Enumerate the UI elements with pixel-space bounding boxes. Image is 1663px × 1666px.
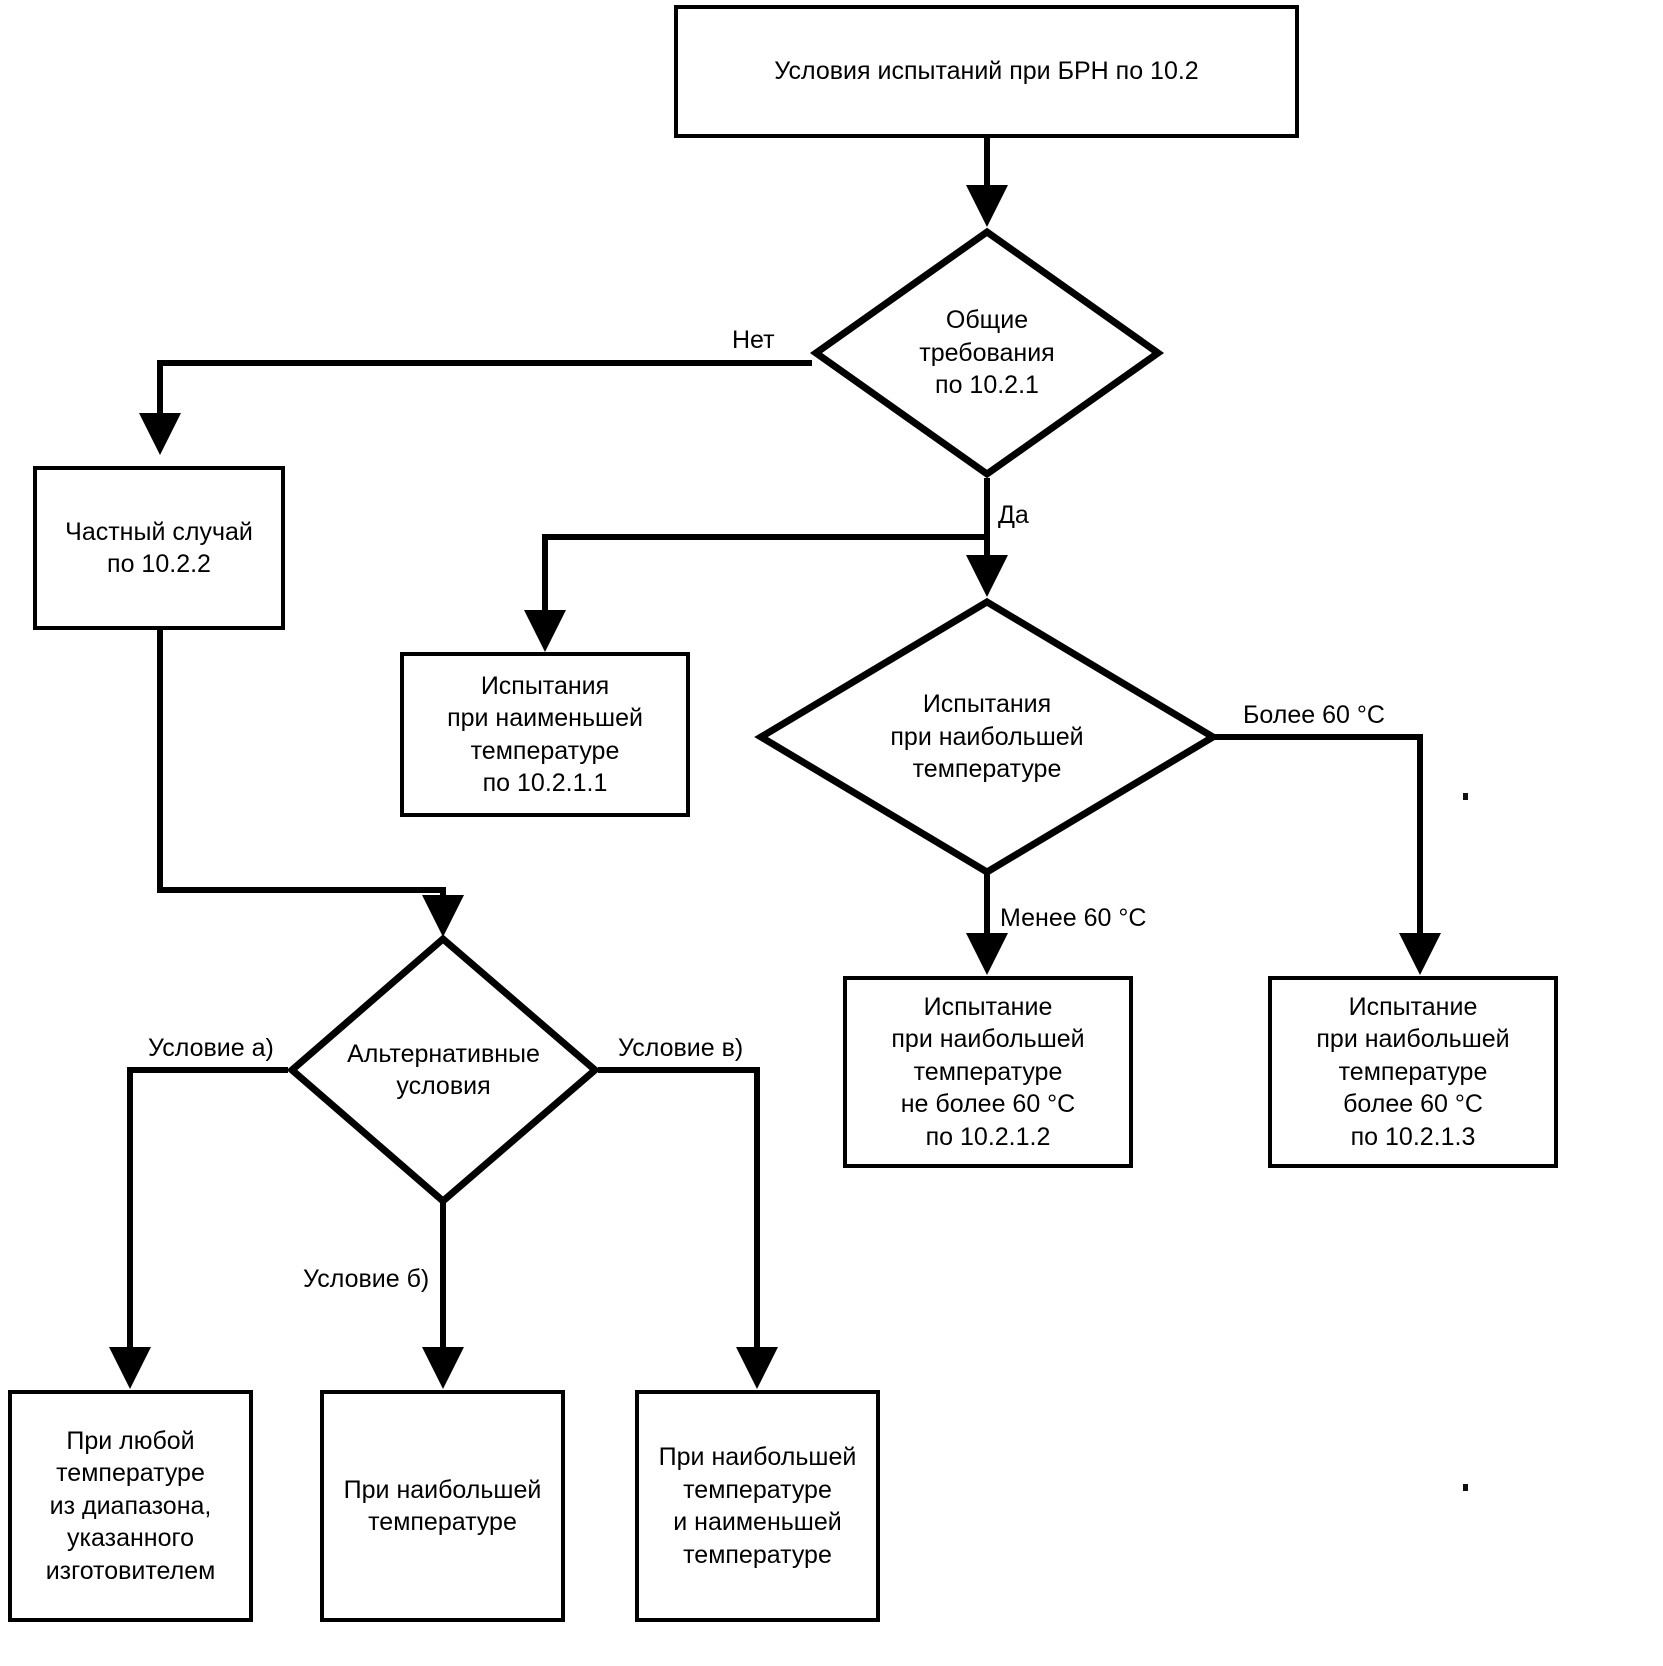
node-any-temp-range-label: При любой температуре из диапазона, указ… xyxy=(45,1426,216,1585)
node-highest-temp-gt60[interactable]: Испытание при наибольшей температуре бол… xyxy=(1268,976,1558,1168)
node-highest-and-lowest-temp[interactable]: При наибольшей температуре и наименьшей … xyxy=(635,1390,880,1622)
node-start-label: Условия испытаний при БРН по 10.2 xyxy=(774,57,1199,86)
node-highest-temp-only[interactable]: При наибольшей температуре xyxy=(320,1390,565,1622)
edge-label-yes: Да xyxy=(998,501,1029,529)
edge-label-condition-b: Условие б) xyxy=(303,1265,430,1293)
edge-more60-to-box xyxy=(1200,734,1441,975)
edge-label-condition-a: Условие а) xyxy=(148,1034,274,1062)
node-highest-temp-only-label: При наибольшей температуре xyxy=(343,1475,542,1537)
node-special-case[interactable]: Частный случай по 10.2.2 xyxy=(33,466,285,630)
node-lowest-temp-test[interactable]: Испытания при наименьшей температуре по … xyxy=(400,652,690,817)
edge-label-no: Нет xyxy=(732,326,775,354)
edge-label-less-than-60: Менее 60 °C xyxy=(1000,904,1147,932)
edge-label-condition-v: Условие в) xyxy=(618,1034,744,1062)
node-highest-temp-gt60-label: Испытание при наибольшей температуре бол… xyxy=(1316,992,1510,1151)
node-general-requirements[interactable]: Общие требования по 10.2.1 xyxy=(809,227,1165,479)
node-highest-temp-le60-label: Испытание при наибольшей температуре не … xyxy=(891,992,1085,1151)
node-lowest-temp-test-label: Испытания при наименьшей температуре по … xyxy=(447,671,643,798)
edge-no-to-special-case xyxy=(139,360,812,455)
edge-label-more-than-60: Более 60 °C xyxy=(1243,701,1385,729)
node-any-temp-range[interactable]: При любой температуре из диапазона, указ… xyxy=(8,1390,253,1622)
node-start[interactable]: Условия испытаний при БРН по 10.2 xyxy=(674,5,1299,138)
node-highest-temp-le60[interactable]: Испытание при наибольшей температуре не … xyxy=(843,976,1133,1168)
node-highest-and-lowest-temp-label: При наибольшей температуре и наименьшей … xyxy=(658,1443,857,1569)
scan-artifact xyxy=(1463,1484,1468,1491)
edge-condition-v xyxy=(598,1067,778,1389)
edge-condition-a xyxy=(109,1067,288,1389)
scan-artifact xyxy=(1463,793,1468,800)
node-highest-temp-decision[interactable]: Испытания при наибольшей температуре xyxy=(754,597,1220,877)
node-special-case-label: Частный случай по 10.2.2 xyxy=(65,517,253,579)
node-alternative-conditions[interactable]: Альтернативные условия xyxy=(286,934,601,1206)
